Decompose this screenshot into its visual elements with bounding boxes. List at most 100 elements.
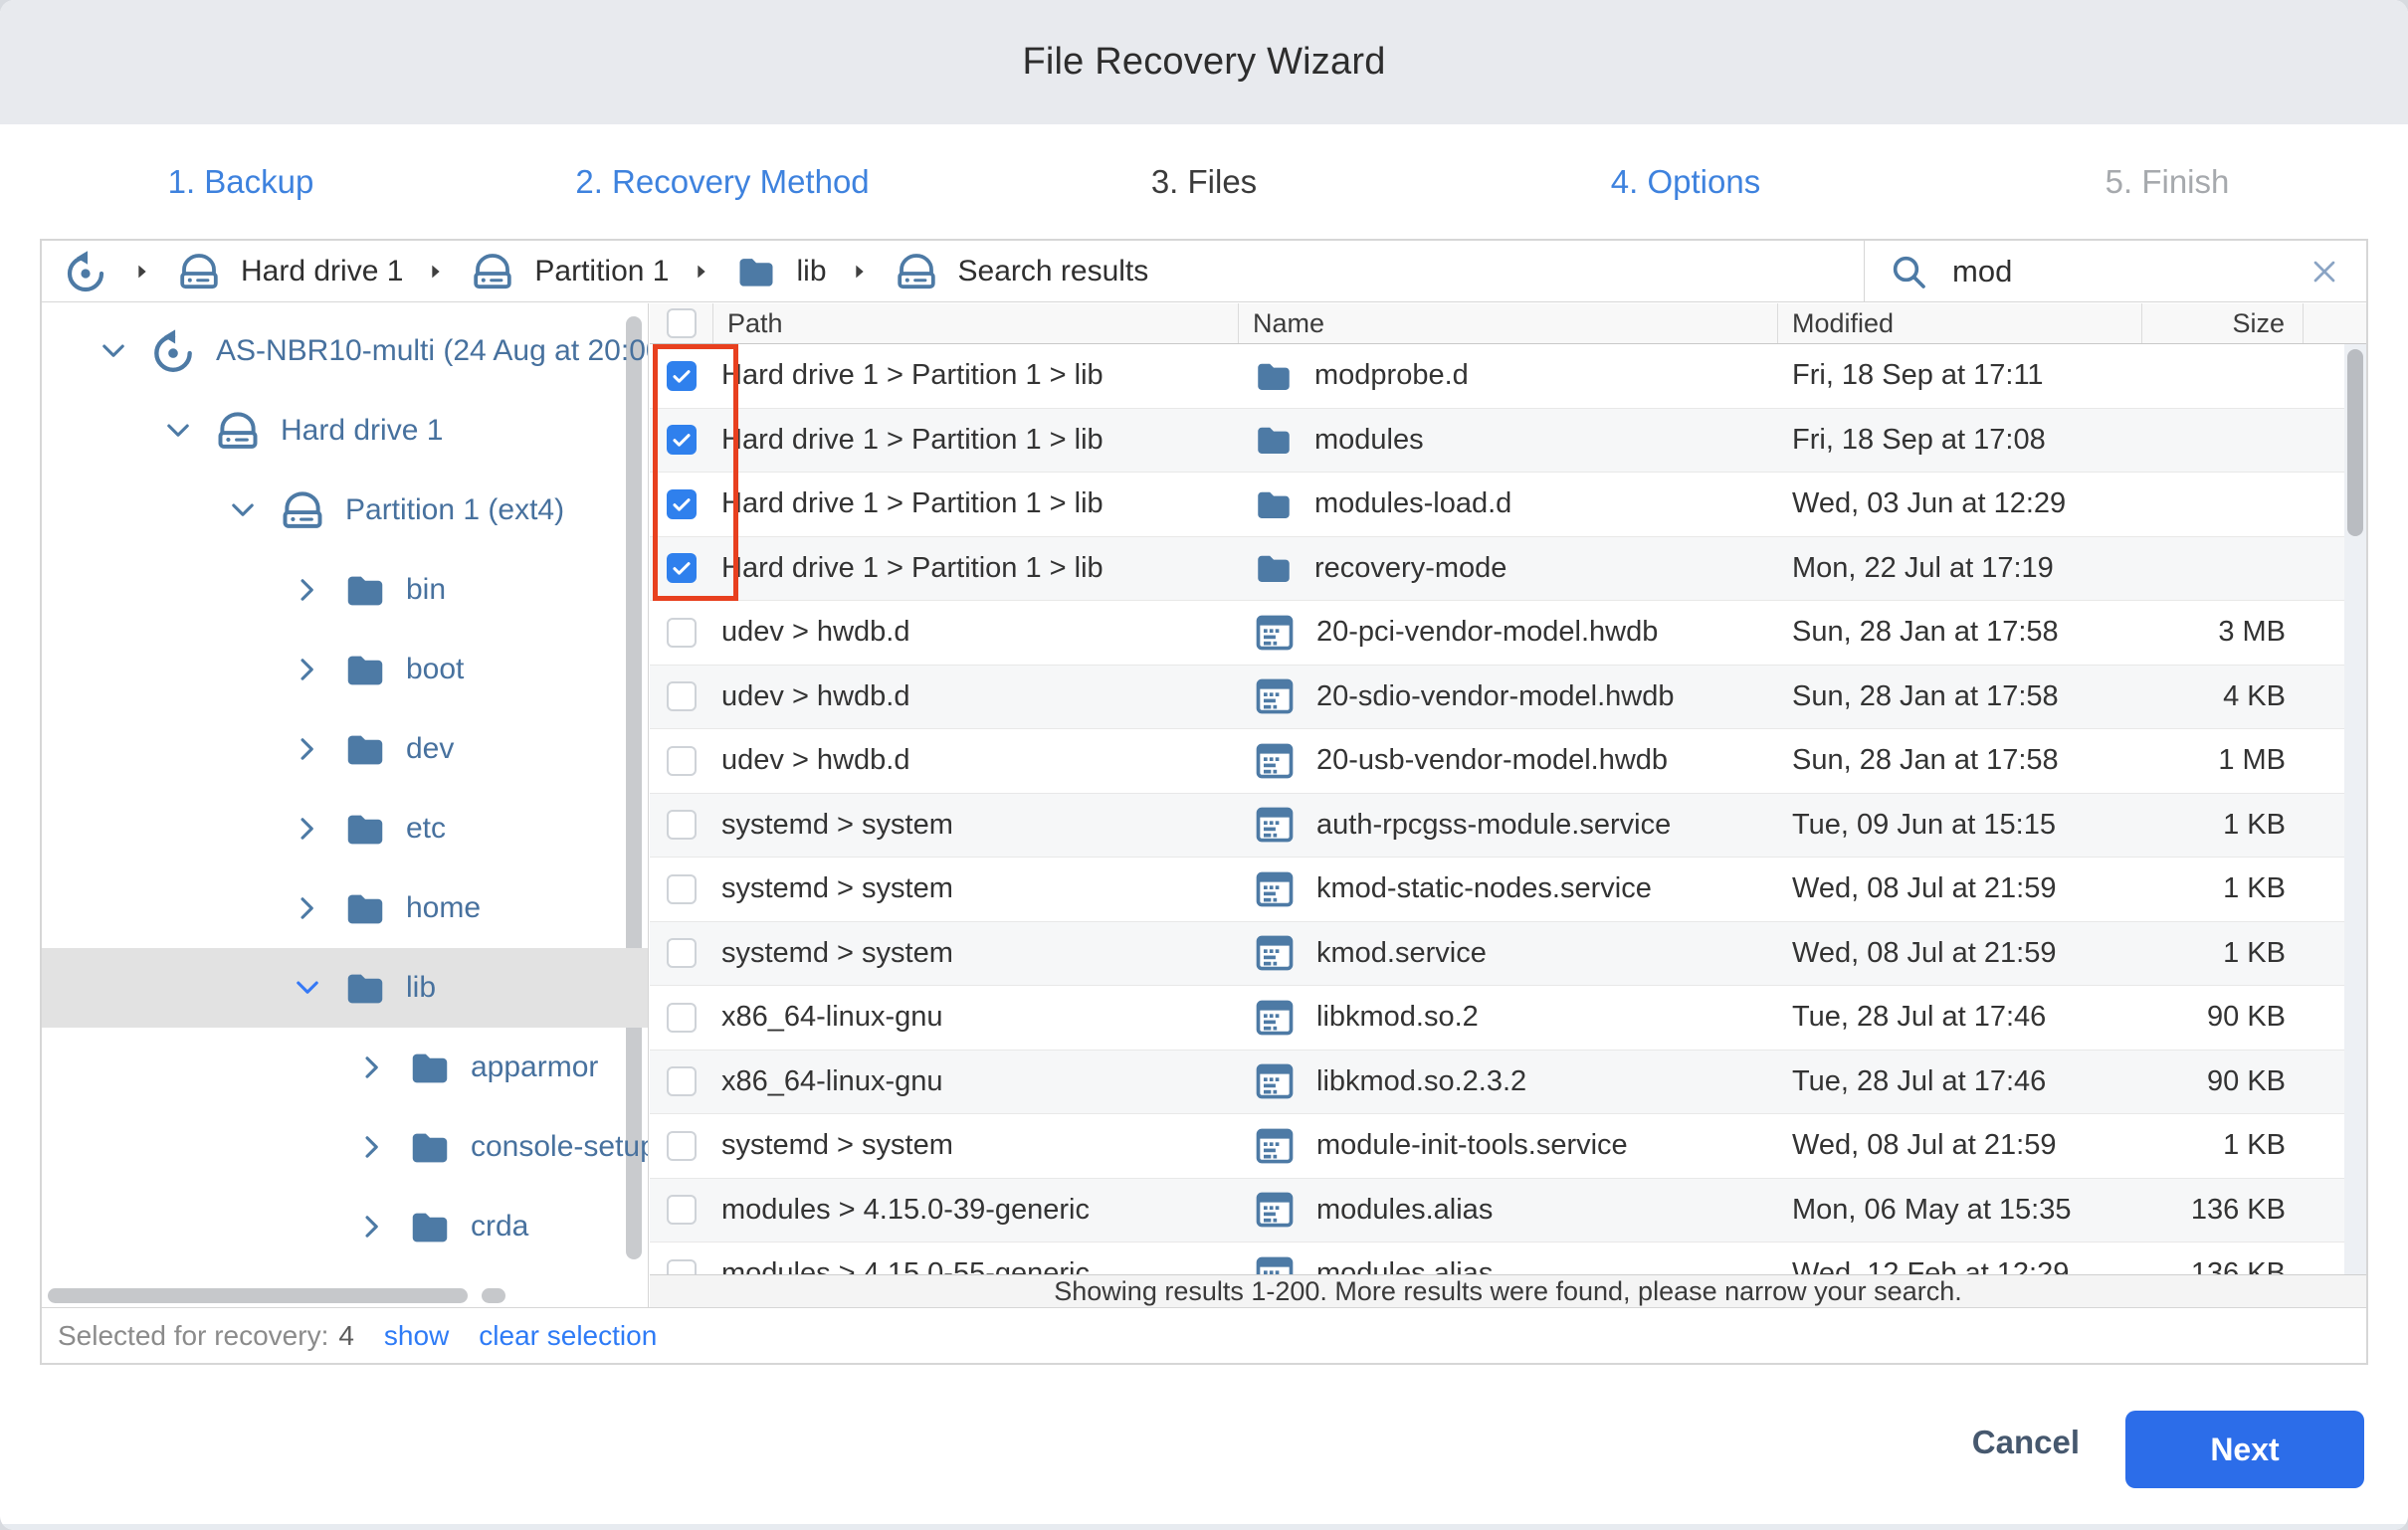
tree-horizontal-scrollbar-nub[interactable] <box>482 1288 505 1303</box>
row-checkbox-cell[interactable] <box>650 409 713 473</box>
step-1[interactable]: 1. Backup <box>167 162 314 200</box>
tree-node-lib[interactable]: lib <box>42 948 648 1028</box>
step-4[interactable]: 4. Options <box>1610 162 1761 200</box>
chevron-right-icon[interactable] <box>355 1051 389 1084</box>
chevron-right-icon[interactable] <box>355 1210 389 1243</box>
checkbox-unchecked[interactable] <box>667 1002 697 1033</box>
tree-node-home[interactable]: home <box>42 868 648 948</box>
checkbox-unchecked[interactable] <box>667 938 697 969</box>
checkbox-unchecked[interactable] <box>667 810 697 841</box>
column-header-name[interactable]: Name <box>1239 303 1778 343</box>
row-checkbox-cell[interactable] <box>650 1114 713 1178</box>
breadcrumb-item-backup[interactable] <box>62 248 109 295</box>
chevron-right-icon[interactable] <box>291 891 324 925</box>
table-scrollbar-track[interactable] <box>2344 344 2366 1274</box>
show-link[interactable]: show <box>383 1319 450 1351</box>
row-checkbox-cell[interactable] <box>650 1243 713 1274</box>
checkbox-unchecked[interactable] <box>667 1195 697 1226</box>
chevron-right-icon[interactable] <box>291 573 324 607</box>
tree-node-bin[interactable]: bin <box>42 550 648 630</box>
search-input[interactable] <box>1950 252 2285 290</box>
tree-node-as-nbr10-multi-24-aug-at-20-00[interactable]: AS-NBR10-multi (24 Aug at 20:00) <box>42 311 648 391</box>
row-checkbox-cell[interactable] <box>650 537 713 601</box>
cell-path: systemd > system <box>721 872 953 905</box>
tree-node-boot[interactable]: boot <box>42 630 648 709</box>
column-header-modified[interactable]: Modified <box>1778 303 2142 343</box>
tree-node-dev[interactable]: dev <box>42 709 648 789</box>
chevron-right-icon[interactable] <box>291 653 324 686</box>
checkbox-unchecked[interactable] <box>667 1130 697 1161</box>
tree-node-console-setup[interactable]: console-setup <box>42 1107 648 1187</box>
checkbox-unchecked[interactable] <box>667 681 697 712</box>
row-checkbox-cell[interactable] <box>650 922 713 986</box>
row-checkbox-cell[interactable] <box>650 601 713 665</box>
tree-node-crda[interactable]: crda <box>42 1187 648 1266</box>
chevron-down-icon[interactable] <box>97 334 130 368</box>
cancel-button[interactable]: Cancel <box>1966 1423 2086 1462</box>
tree-horizontal-scrollbar[interactable] <box>48 1288 468 1303</box>
folder-icon <box>342 965 388 1011</box>
checkbox-unchecked[interactable] <box>667 1066 697 1097</box>
checkbox-unchecked[interactable] <box>667 1258 697 1274</box>
checkbox-checked[interactable] <box>667 553 697 584</box>
step-3[interactable]: 3. Files <box>1150 162 1258 200</box>
step-2[interactable]: 2. Recovery Method <box>575 162 870 200</box>
chevron-right-icon[interactable] <box>355 1130 389 1164</box>
tree-node-apparmor[interactable]: apparmor <box>42 1028 648 1107</box>
chevron-right-icon[interactable] <box>291 732 324 766</box>
tree-node-etc[interactable]: etc <box>42 789 648 868</box>
chevron-right-icon[interactable] <box>291 812 324 846</box>
checkbox-checked[interactable] <box>667 488 697 519</box>
checkbox-unchecked[interactable] <box>667 873 697 904</box>
step-5[interactable]: 5. Finish <box>2105 162 2230 200</box>
column-header-path[interactable]: Path <box>713 303 1239 343</box>
checkbox-checked[interactable] <box>667 360 697 391</box>
checkbox-unchecked[interactable] <box>667 745 697 776</box>
row-checkbox-cell[interactable] <box>650 344 713 408</box>
clear-search-icon[interactable] <box>2307 254 2342 289</box>
row-checkbox-cell[interactable] <box>650 1179 713 1243</box>
cell-path: x86_64-linux-gnu <box>721 1064 943 1097</box>
row-checkbox-cell[interactable] <box>650 729 713 793</box>
next-button[interactable]: Next <box>2125 1411 2364 1488</box>
row-checkbox-cell[interactable] <box>650 1051 713 1114</box>
table-scrollbar-thumb[interactable] <box>2347 349 2363 536</box>
cell-path: udev > hwdb.d <box>721 616 910 649</box>
row-checkbox-cell[interactable] <box>650 986 713 1050</box>
breadcrumb-item-partition-1[interactable]: Partition 1 <box>469 248 669 295</box>
select-all-checkbox-cell[interactable] <box>650 303 713 343</box>
select-all-checkbox[interactable] <box>666 308 697 338</box>
chevron-down-icon[interactable] <box>161 414 195 448</box>
file-name: libkmod.so.2 <box>1316 1001 1479 1034</box>
checkbox-checked[interactable] <box>667 425 697 456</box>
column-header-size[interactable]: Size <box>2142 303 2304 343</box>
row-checkbox-cell[interactable] <box>650 473 713 536</box>
chevron-down-icon[interactable] <box>291 971 324 1005</box>
chevron-down-icon[interactable] <box>226 493 260 527</box>
row-checkbox-cell[interactable] <box>650 794 713 858</box>
tree-node-hard-drive-1[interactable]: Hard drive 1 <box>42 391 648 471</box>
tree-node-partition-1-ext4[interactable]: Partition 1 (ext4) <box>42 471 648 550</box>
breadcrumb-item-search-results[interactable]: Search results <box>893 248 1148 295</box>
row-checkbox-cell[interactable] <box>650 666 713 729</box>
breadcrumb-item-hard-drive-1[interactable]: Hard drive 1 <box>175 248 403 295</box>
breadcrumb-item-lib[interactable]: lib <box>734 250 827 293</box>
checkbox-unchecked[interactable] <box>667 617 697 648</box>
clear-selection-link[interactable]: clear selection <box>479 1319 658 1351</box>
row-checkbox-cell[interactable] <box>650 858 713 921</box>
